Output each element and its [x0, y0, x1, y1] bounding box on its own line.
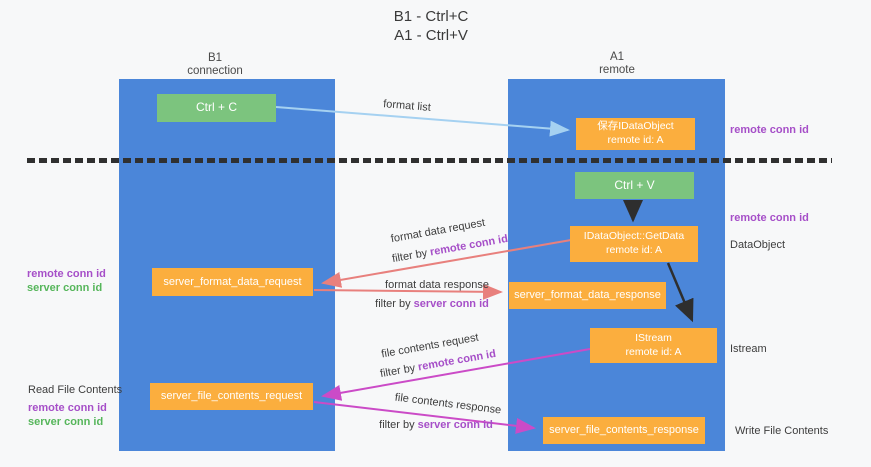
file-response-filter-label: filter by server conn id — [379, 419, 493, 431]
server-file-contents-request-box: server_file_contents_request — [150, 383, 313, 410]
filter-by-text: filter by — [375, 298, 414, 310]
remote-conn-id-label-left-2: remote conn id — [28, 402, 107, 414]
istream-line1: IStream — [635, 331, 672, 344]
lifeline-a1-name: A1 — [609, 51, 625, 63]
server-conn-id-label-left: server conn id — [27, 282, 103, 294]
lifeline-a1-role: remote — [599, 64, 635, 76]
getdata-line2: remote id: A — [605, 244, 663, 256]
format-list-arrow — [275, 106, 570, 137]
getdata-to-istream-arrow — [666, 262, 694, 323]
format-response-arrow — [313, 283, 503, 300]
istream-box: IStream remote id: A — [590, 328, 717, 363]
boundary-dashed-line — [27, 158, 832, 163]
remote-conn-id-label-top: remote conn id — [730, 124, 809, 136]
istream-line2: remote id: A — [625, 345, 682, 358]
left-format-conn-ids: remote conn id server conn id — [27, 267, 106, 295]
server-file-contents-response-box: server_file_contents_response — [543, 417, 705, 444]
diagram-title: B1 - Ctrl+C A1 - Ctrl+V — [0, 7, 862, 45]
title-line-2: A1 - Ctrl+V — [394, 27, 468, 44]
dataobject-label: DataObject — [730, 239, 786, 251]
format-response-filter-label: filter by server conn id — [375, 298, 489, 310]
file-response-arrow — [313, 401, 536, 434]
lifeline-header-a1: A1 remote — [557, 51, 677, 77]
save-dataobject-line1: 保存IDataObject — [597, 120, 674, 133]
ctrl-v-label: Ctrl + V — [614, 177, 655, 192]
ctrl-c-label: Ctrl + C — [195, 100, 237, 115]
lifeline-b1-name: B1 — [207, 52, 223, 64]
server-format-data-request-box: server_format_data_request — [152, 268, 313, 296]
lifeline-header-b1: B1 connection — [155, 52, 275, 78]
server-conn-id-text: server conn id — [417, 419, 493, 431]
server-format-data-response-box: server_format_data_response — [509, 282, 666, 309]
server-conn-id-label-left-2: server conn id — [28, 416, 104, 428]
istream-side-label: Istream — [730, 343, 767, 355]
file-request-arrow — [321, 348, 591, 401]
server-file-contents-request-label: server_file_contents_request — [160, 390, 303, 403]
ctrl-c-box: Ctrl + C — [157, 94, 276, 122]
ctrl-v-box: Ctrl + V — [575, 172, 694, 199]
getdata-line1: IDataObject::GetData — [583, 230, 685, 243]
save-dataobject-box: 保存IDataObject remote id: A — [576, 118, 695, 150]
getdata-box: IDataObject::GetData remote id: A — [570, 226, 698, 262]
remote-conn-id-label-left: remote conn id — [27, 268, 106, 280]
filter-by-text: filter by — [379, 419, 418, 431]
remote-conn-id-label-mid: remote conn id — [730, 212, 809, 224]
read-file-contents-label: Read File Contents — [28, 384, 123, 396]
left-file-conn-ids: Read File Contents remote conn id server… — [28, 383, 122, 429]
server-file-contents-response-label: server_file_contents_response — [549, 424, 699, 437]
lifeline-b1-role: connection — [187, 65, 243, 77]
server-format-data-request-label: server_format_data_request — [163, 275, 302, 288]
format-data-response-label: format data response — [385, 279, 489, 291]
write-file-contents-label: Write File Contents — [735, 425, 829, 437]
server-conn-id-text: server conn id — [413, 298, 489, 310]
save-dataobject-line2: remote id: A — [607, 134, 664, 146]
server-format-data-response-label: server_format_data_response — [514, 289, 661, 302]
format-request-arrow — [321, 239, 572, 288]
title-line-1: B1 - Ctrl+C — [393, 8, 469, 25]
